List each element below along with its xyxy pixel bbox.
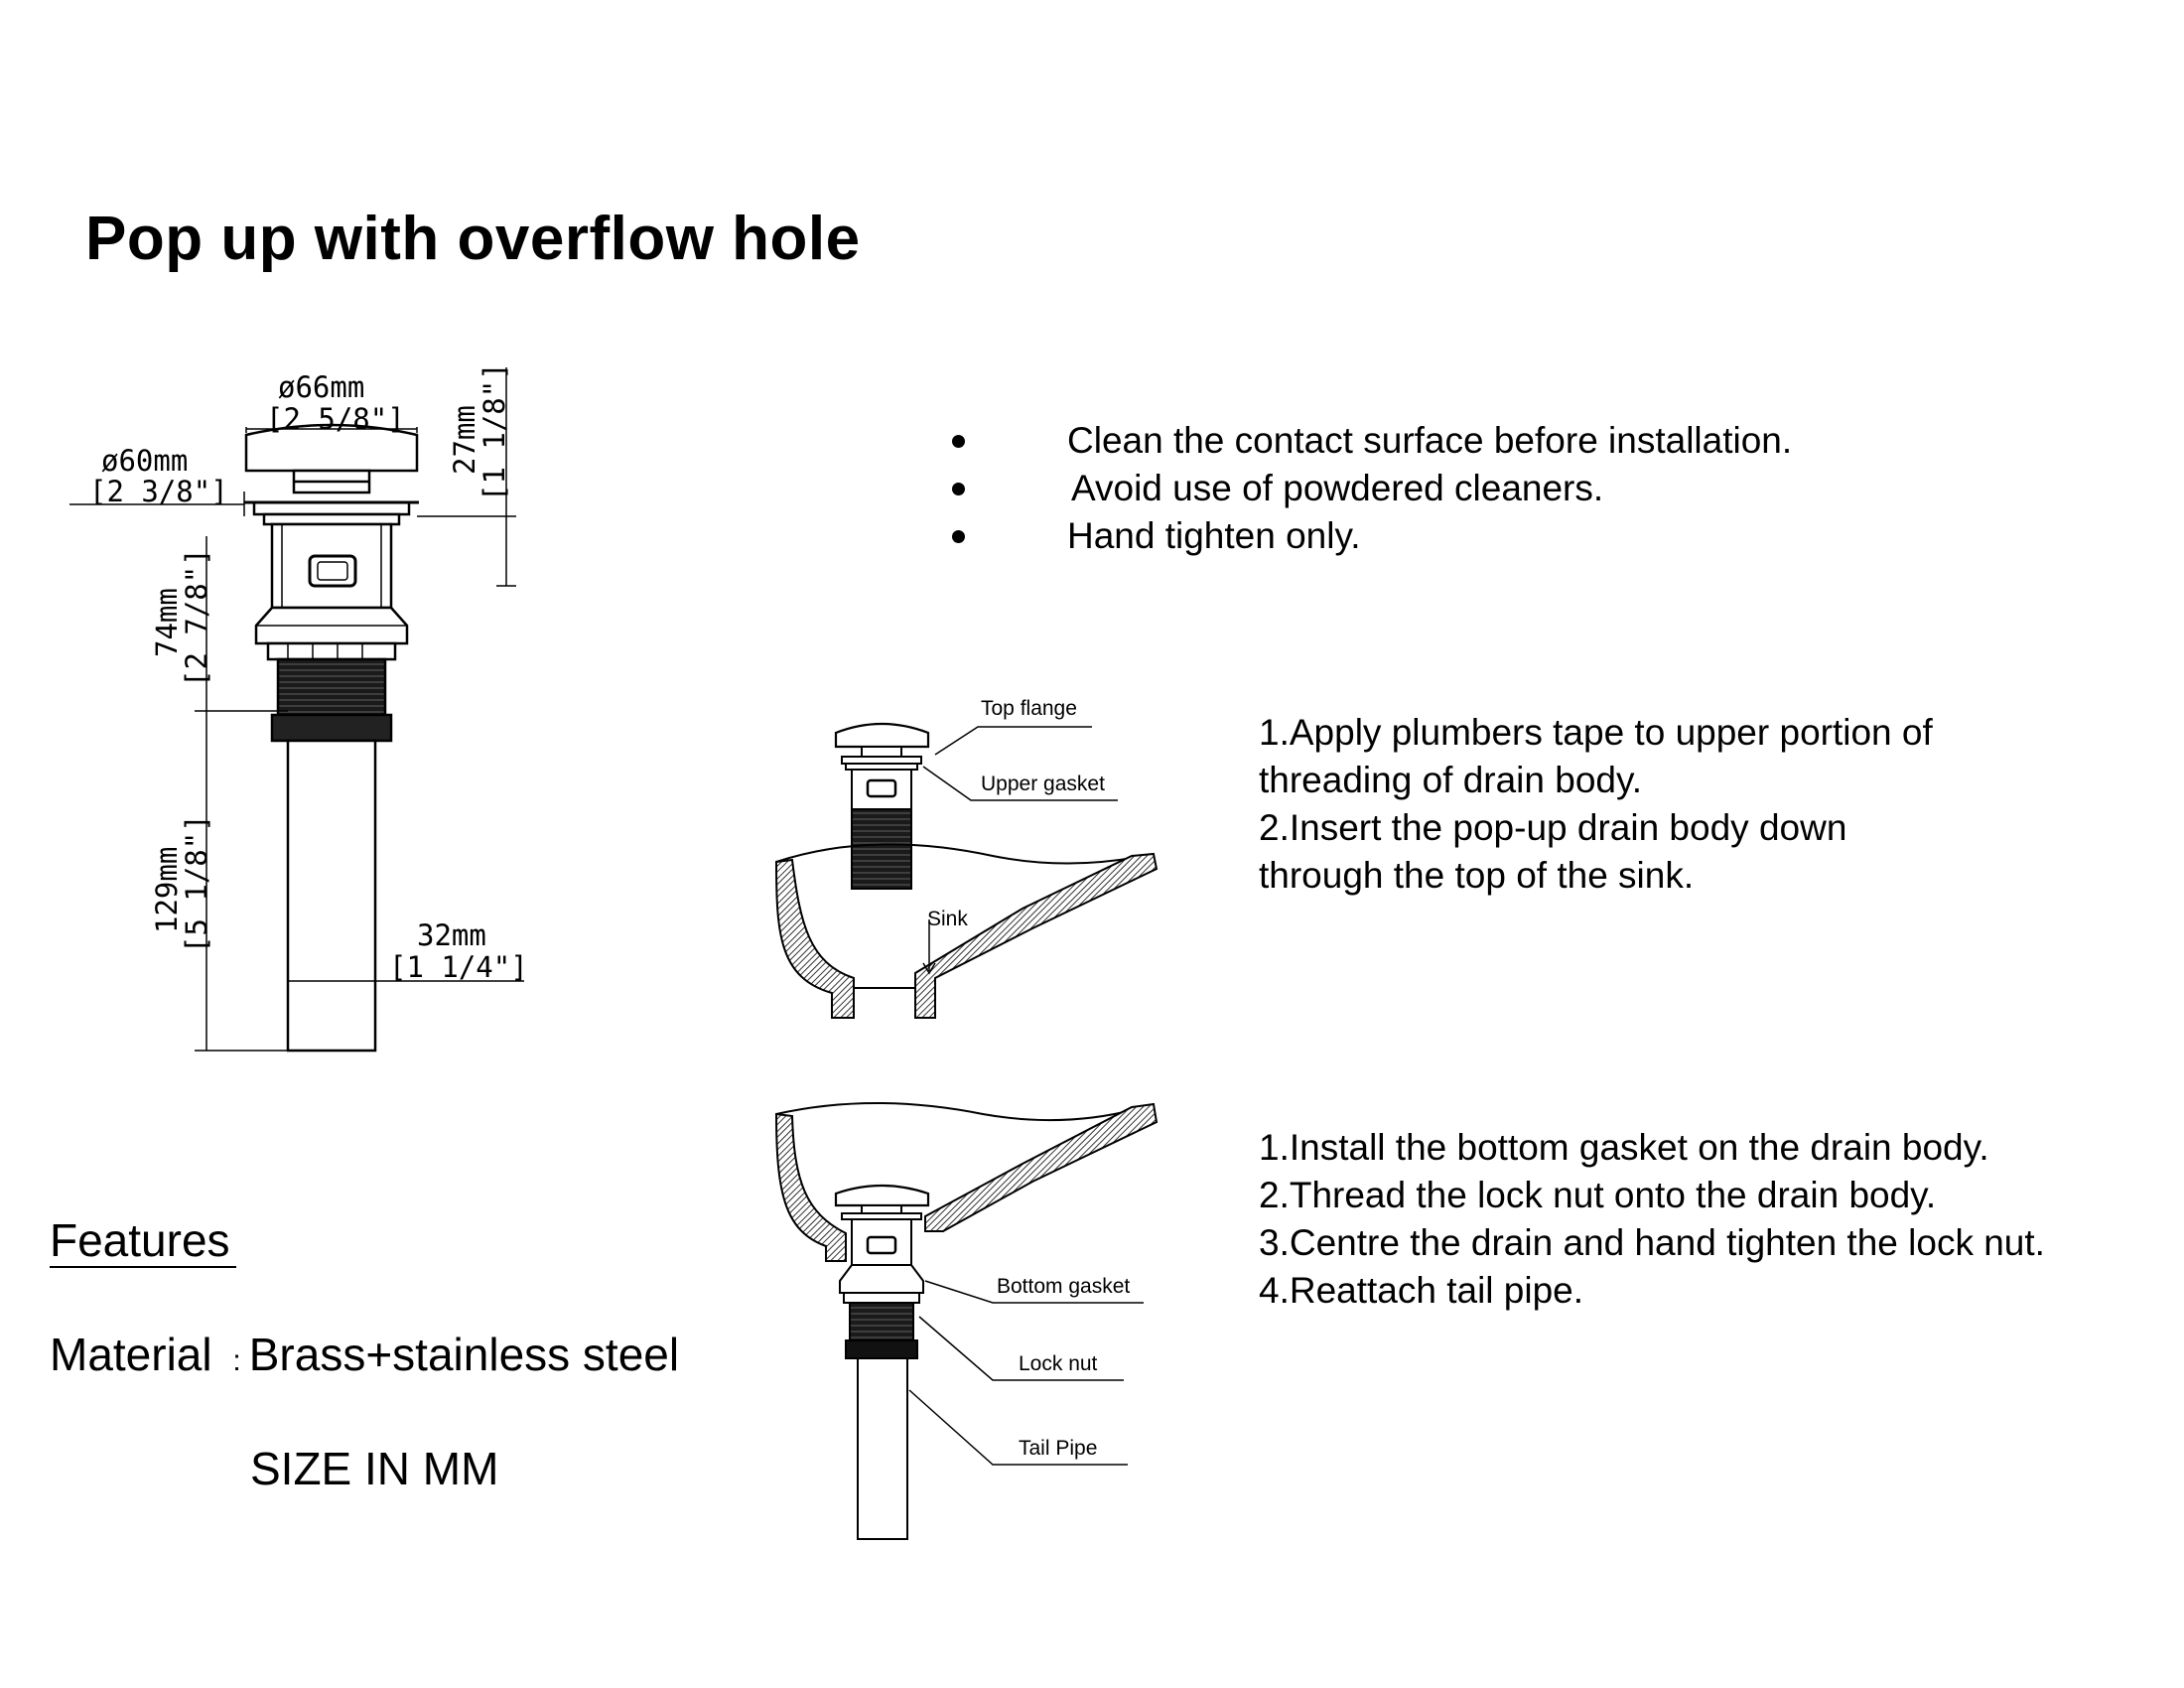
pipe-diameter-label: 32mm [417,918,486,952]
step-line: threading of drain body. [1259,760,1643,800]
step-line: 2.Thread the lock nut onto the drain bod… [1259,1175,1937,1215]
step-line: 1.Install the bottom gasket on the drain… [1259,1127,1989,1168]
upper-gasket-label: Upper gasket [981,773,1105,795]
tail-pipe-label: Tail Pipe [1019,1437,1097,1460]
flange-diameter-label: ø60mm [101,444,188,478]
material-value: Brass+stainless steel [248,1329,680,1380]
tail-pipe [286,739,377,1053]
install-diagram-1 [774,722,1159,1019]
bullet-icon [952,530,965,543]
install-diagram-2 [774,1102,1159,1540]
page-title: Pop up with overflow hole [85,205,861,273]
bullet-icon [952,483,965,495]
cap-shape [244,423,419,473]
step-line: 2.Insert the pop-up drain body down [1259,807,1847,848]
features-heading: Features [50,1214,230,1266]
material-line: Material :Brass+stainless steel [50,1328,679,1381]
features-underline [50,1266,236,1268]
body-height-inch-label: [2 7/8"] [180,548,213,687]
body-height-label: 74mm [150,588,184,657]
top-diameter-inch-label: [2 5/8"] [266,402,405,436]
step-line: 4.Reattach tail pipe. [1259,1270,1584,1311]
flange [252,500,411,516]
material-separator: : [232,1344,241,1377]
top-flange-label: Top flange [981,697,1077,720]
sink-wall-left-2 [774,1112,847,1262]
tail-height-label: 129mm [150,847,184,933]
top-height-inch-label: [1 1/8"] [478,362,511,501]
top-diameter-label: ø66mm [278,370,364,404]
install-steps-1: 1.Apply plumbers tape to upper portion o… [1259,709,1933,900]
bottom-gasket-label: Bottom gasket [997,1275,1130,1298]
flange-diameter-inch-label: [2 3/8"] [89,475,228,508]
step-line: through the top of the sink. [1259,855,1695,896]
lock-nut [270,713,393,743]
lock-nut-label: Lock nut [1019,1352,1098,1375]
step-line: 1.Apply plumbers tape to upper portion o… [1259,712,1933,753]
body-thread [276,657,387,717]
pipe-diameter-inch-label: [1 1/4"] [389,950,528,984]
top-height-label: 27mm [448,405,481,475]
size-note: SIZE IN MM [250,1443,499,1494]
tail-height-inch-label: [5 1/8"] [180,814,213,953]
dimension-labels: ø66mm [2 5/8"] ø60mm [2 3/8"] 32mm [1 1/… [89,370,528,984]
sink-wall-right-2 [924,1102,1159,1232]
sink-wall-left [774,858,855,1019]
sink-wall-right [914,852,1159,1019]
sink-label: Sink [927,908,968,930]
step-line: 3.Centre the drain and hand tighten the … [1259,1222,2045,1263]
drain-dimension-drawing [69,367,524,1053]
bullet-icon [952,435,965,448]
install-steps-2: 1.Install the bottom gasket on the drain… [1259,1124,2045,1315]
material-label: Material [50,1329,212,1380]
